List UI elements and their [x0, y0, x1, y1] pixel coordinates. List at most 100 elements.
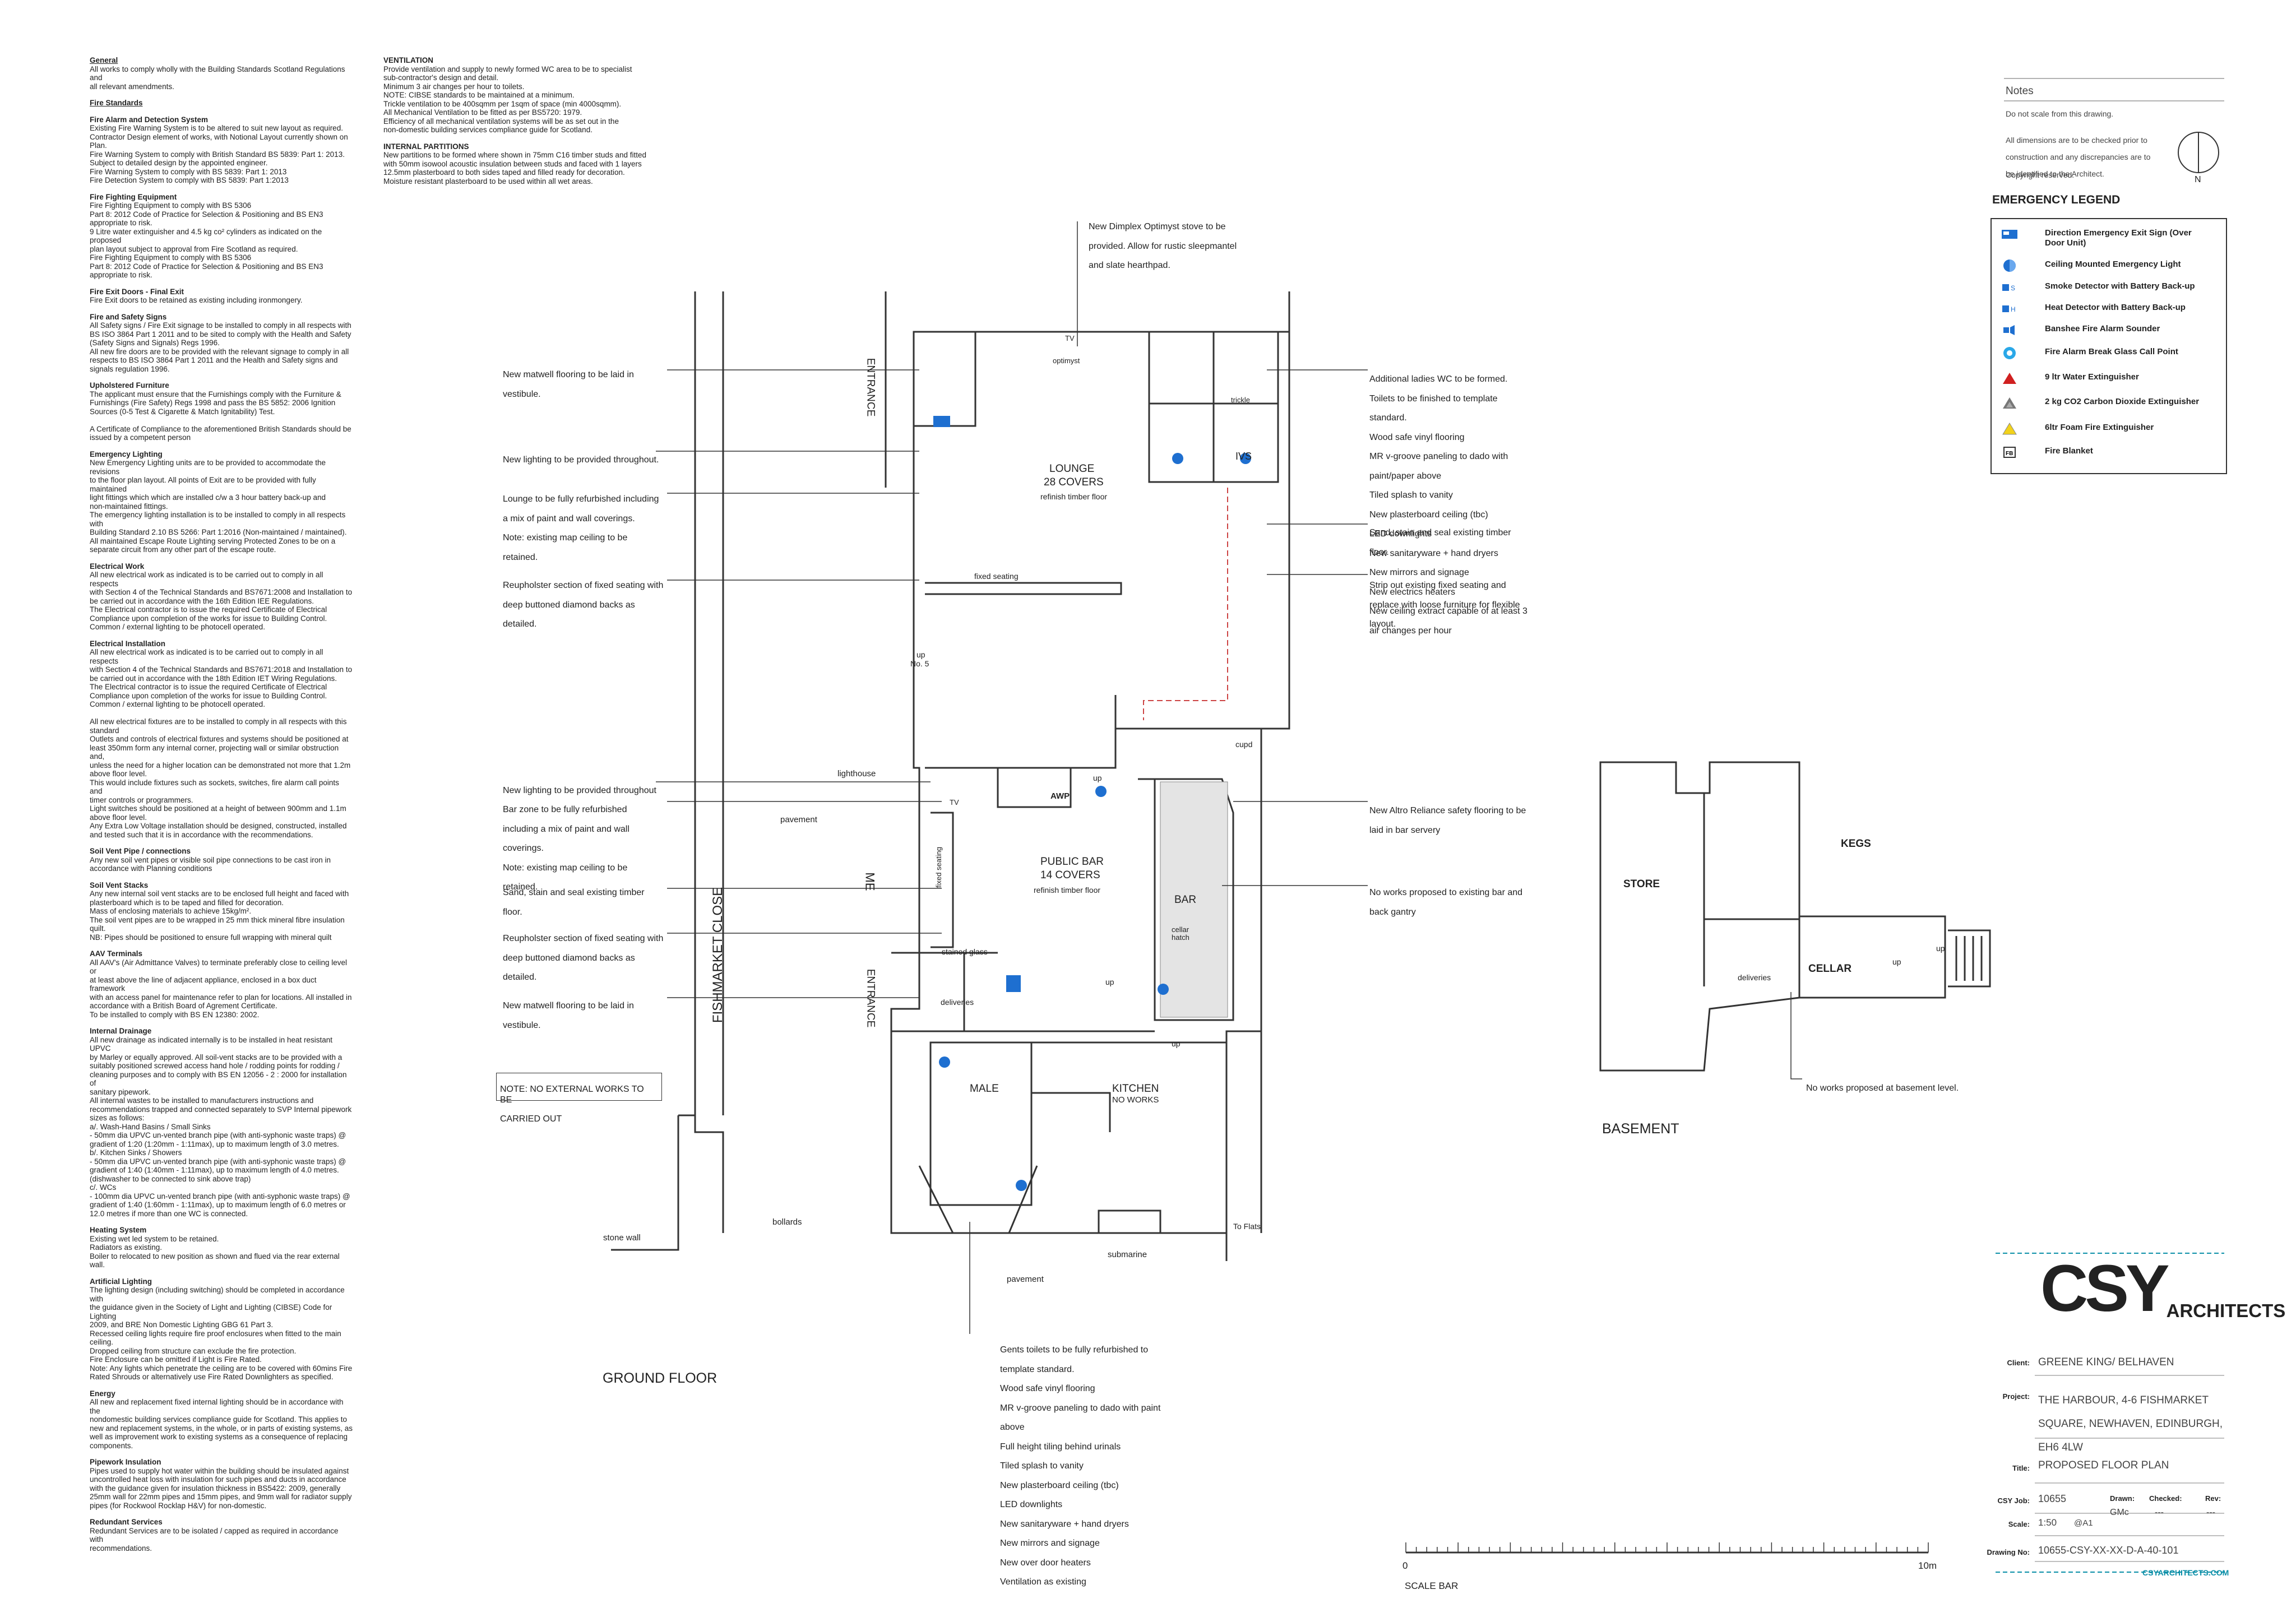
spec-line: at least above the line of adjacent appl… — [90, 975, 317, 993]
spec-line: Trickle ventilation to be 400sqmm per 1s… — [383, 99, 622, 108]
vestibule-top — [913, 332, 976, 427]
fire-blanket-icon: FB — [2001, 445, 2018, 460]
annotation-line: MR v-groove paneling to dado with — [1369, 452, 1508, 461]
legend-label-line: 2 kg CO2 Carbon Dioxide Extinguisher — [2045, 397, 2200, 406]
spec-line: sizes as follows: — [90, 1114, 145, 1122]
label-basement-up-2: up — [1936, 944, 1945, 953]
spec-line: accordance with Planning conditions — [90, 864, 212, 873]
spec-heading: Fire and Safety Signs — [90, 312, 167, 321]
spec-line: Any new internal soil vent stacks are to… — [90, 889, 349, 898]
spec-line: Pipes used to supply hot water within th… — [90, 1466, 349, 1475]
annotation-line: New lighting to be provided throughout — [503, 786, 656, 795]
spec-line: appropriate to risk. — [90, 219, 152, 227]
spec-line: Efficiency of all mechanical ventilation… — [383, 117, 619, 126]
label-tv: TV — [1065, 334, 1075, 342]
annotation-line: paint/paper above — [1369, 471, 1442, 481]
label-up-kitchen: up — [1172, 1039, 1181, 1048]
water-extinguisher-icon — [2001, 371, 2018, 386]
legend-item-label: Smoke Detector with Battery Back-up — [2045, 281, 2195, 291]
spec-line: gradient of 1:20 (1:20mm - 1:11max), up … — [90, 1139, 339, 1148]
heat-detector-icon: H — [2001, 302, 2018, 316]
scale-bar-end: 10m — [1918, 1560, 1937, 1571]
spec-heading: Electrical Installation — [90, 639, 166, 648]
annotation-line: No works proposed at basement level. — [1806, 1083, 1959, 1093]
annotation-line: New over door heaters — [1000, 1558, 1091, 1568]
spec-line: Outlets and controls of electrical fixtu… — [90, 735, 349, 743]
annotation-line: deep buttoned diamond backs as — [503, 953, 635, 963]
spec-line: A Certificate of Compliance to the afore… — [90, 424, 351, 433]
label-bollards: bollards — [772, 1217, 802, 1227]
legend-item-label: 2 kg CO2 Carbon Dioxide Extinguisher — [2045, 397, 2199, 407]
spec-line: with the guidance given for insulation t… — [90, 1484, 341, 1493]
spec-line: Minimum 3 air changes per hour to toilet… — [383, 82, 525, 91]
spec-line: Part 8: 2012 Code of Practice for Select… — [90, 262, 323, 271]
notes-copyright: Copyright reserved. — [2006, 170, 2075, 179]
smoke-detector-icon: S — [2001, 280, 2018, 295]
spec-line: components. — [90, 1441, 133, 1450]
spec-line: 9 Litre water extinguisher and 4.5 kg co… — [90, 227, 322, 245]
drawing-value: 10655-CSY-XX-XX-D-A-40-101 — [2038, 1545, 2179, 1556]
annotation-line: New plasterboard ceiling (tbc) — [1369, 509, 1488, 520]
job-value: 10655 — [2038, 1493, 2067, 1504]
scale-bar — [1405, 1542, 1929, 1554]
annotation-line: Toilets to be finished to template — [1369, 393, 1498, 404]
spec-line: All new fire doors are to be provided wi… — [90, 347, 349, 356]
label-entrance-bottom: ENTRANCE — [864, 968, 877, 1028]
spec-line: above floor level. — [90, 813, 147, 822]
legend-item-label: Banshee Fire Alarm Sounder — [2045, 324, 2160, 334]
website-link[interactable]: CSYARCHITECTS.COM — [2142, 1568, 2229, 1577]
spec-line: non-maintained fittings. — [90, 502, 168, 511]
spec-line: separate circuit from any other part of … — [90, 545, 276, 554]
label-lounge-floor: refinish timber floor — [1040, 492, 1108, 501]
spec-line: Fire Fighting Equipment to comply with B… — [90, 253, 252, 262]
basement-stair — [1948, 929, 1991, 988]
spec-heading: VENTILATION — [383, 56, 433, 64]
spec-line: recommendations trapped and connected se… — [90, 1105, 352, 1114]
spec-line: new and replacement systems, in the whol… — [90, 1424, 353, 1433]
label-kitchen: KITCHEN — [1112, 1083, 1159, 1095]
spec-line: All new electrical work as indicated is … — [90, 571, 323, 588]
spec-line: be carried out in accordance with the 18… — [90, 674, 337, 683]
annotation-line: New mirrors and signage — [1000, 1538, 1100, 1548]
spec-line: (Safety Signs and Signals) Regs 1996. — [90, 339, 220, 347]
lounge-fixed-seating — [925, 582, 1122, 595]
spec-line: Common / external lighting to be photoce… — [90, 700, 265, 708]
label-lighthouse: lighthouse — [837, 769, 876, 778]
sounder-icon — [2001, 323, 2018, 337]
annotation-line: New Altro Reliance safety flooring to be — [1369, 806, 1526, 815]
spec-line: Fire Warning System to comply with Briti… — [90, 150, 345, 159]
spec-line: All new and replacement fixed internal l… — [90, 1398, 344, 1415]
ventilation-route — [1143, 488, 1228, 720]
spec-line: standard — [90, 726, 119, 735]
drawn-value: GMc — [2110, 1508, 2129, 1517]
spec-heading: Electrical Work — [90, 562, 145, 571]
annotation-lighting-2: New lighting to be provided throughout — [503, 777, 656, 805]
spec-heading: Soil Vent Pipe / connections — [90, 847, 191, 855]
spec-line: - 100mm dia UPVC un-vented branch pipe (… — [90, 1192, 350, 1201]
notes-line: All dimensions are to be checked prior t… — [2006, 136, 2147, 145]
annotation-line: MR v-groove paneling to dado with paint — [1000, 1403, 1161, 1413]
emergency-light-icon — [1240, 453, 1251, 464]
note-line: NOTE: NO EXTERNAL WORKS TO BE — [500, 1085, 644, 1105]
spec-line: all relevant amendments. — [90, 82, 174, 91]
spec-line: All Safety signs / Fire Exit signage to … — [90, 321, 351, 330]
spec-line: The lighting design (including switching… — [90, 1286, 345, 1303]
legend-label-line: Ceiling Mounted Emergency Light — [2045, 259, 2181, 269]
annotation-line: Note: existing map ceiling to be — [503, 533, 628, 543]
spec-line: recommendations. — [90, 1544, 152, 1553]
label-pavement: pavement — [780, 815, 817, 824]
legend-title: EMERGENCY LEGEND — [1992, 193, 2121, 206]
label-optimyst: optimyst — [1053, 356, 1080, 365]
label-fixed-seating-vertical: fixed seating — [934, 847, 943, 888]
annotation-line: retained. — [503, 552, 538, 562]
label-lounge-covers: 28 COVERS — [1044, 476, 1104, 488]
spec-line: gradient of 1:40 (1:40mm - 1:11max), up … — [90, 1166, 339, 1174]
label-cellar-hatch: cellar hatch — [1172, 925, 1189, 942]
ladies-wc-block — [1148, 332, 1279, 483]
